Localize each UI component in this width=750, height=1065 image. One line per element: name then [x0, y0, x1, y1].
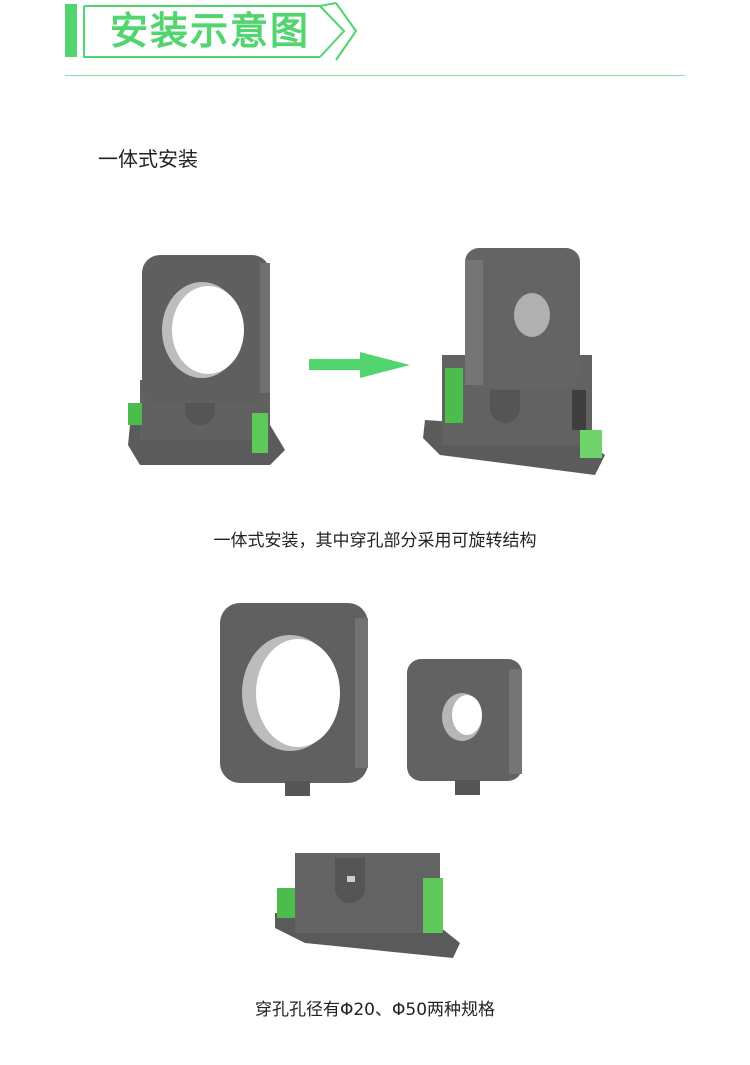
- section-subtitle: 一体式安装: [98, 147, 198, 171]
- integrated-sensor-rotated-image: [423, 248, 605, 475]
- din-base-module-image: [275, 853, 460, 958]
- phi50-module-image: [220, 603, 368, 796]
- phi20-module-image: [407, 659, 522, 795]
- header-frame-arrow-icon: [83, 2, 358, 61]
- section-header: 安装示意图: [0, 0, 750, 80]
- integrated-sensor-open-image: [128, 255, 285, 465]
- header-accent-bar: [65, 4, 77, 57]
- arrow-right-icon: [309, 352, 410, 378]
- header-divider: [65, 75, 685, 76]
- caption-rotatable: 一体式安装，其中穿孔部分采用可旋转结构: [213, 531, 537, 551]
- page-title: 安装示意图: [110, 9, 311, 53]
- caption-aperture-specs: 穿孔孔径有Φ20、Φ50两种规格: [254, 1000, 496, 1020]
